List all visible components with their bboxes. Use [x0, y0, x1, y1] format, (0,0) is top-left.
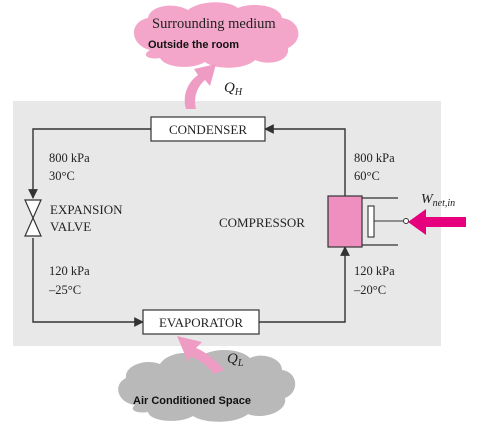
state-right-bottom-temperature: –20°C [353, 283, 386, 297]
expansion-valve-label-1: EXPANSION [50, 202, 123, 217]
expansion-valve-icon [24, 199, 42, 237]
condenser-label: CONDENSER [169, 122, 247, 137]
ql-label: QL [227, 351, 244, 369]
state-left-top-pressure: 800 kPa [49, 151, 90, 165]
expansion-valve-label-2: VALVE [50, 219, 91, 234]
state-left-bottom-pressure: 120 kPa [49, 264, 90, 278]
cloud-subtitle: Outside the room [148, 39, 239, 51]
compressor-label: COMPRESSOR [219, 215, 305, 230]
heat-absorbed-arrow [177, 336, 224, 374]
heat-rejected-arrow [184, 64, 216, 109]
air-conditioned-space-cloud: Air Conditioned Space [118, 349, 296, 422]
qh-label: QH [224, 80, 243, 98]
evaporator: EVAPORATOR [142, 309, 260, 335]
compressor [327, 195, 409, 248]
state-left-top-temperature: 30°C [49, 169, 75, 183]
work-input-label: Wnet,in [421, 192, 455, 209]
cloud-title: Surrounding medium [152, 16, 276, 32]
cloud-label: Air Conditioned Space [133, 395, 251, 407]
work-input-arrow [408, 209, 466, 235]
state-right-top-temperature: 60°C [354, 169, 380, 183]
state-right-top-pressure: 800 kPa [354, 151, 395, 165]
evaporator-label: EVAPORATOR [159, 315, 243, 330]
condenser: CONDENSER [150, 116, 266, 142]
surrounding-medium-cloud: Surrounding medium Outside the room [133, 2, 299, 68]
state-left-bottom-temperature: –25°C [48, 283, 81, 297]
refrigerant-piping [28, 124, 350, 327]
state-right-bottom-pressure: 120 kPa [354, 264, 395, 278]
